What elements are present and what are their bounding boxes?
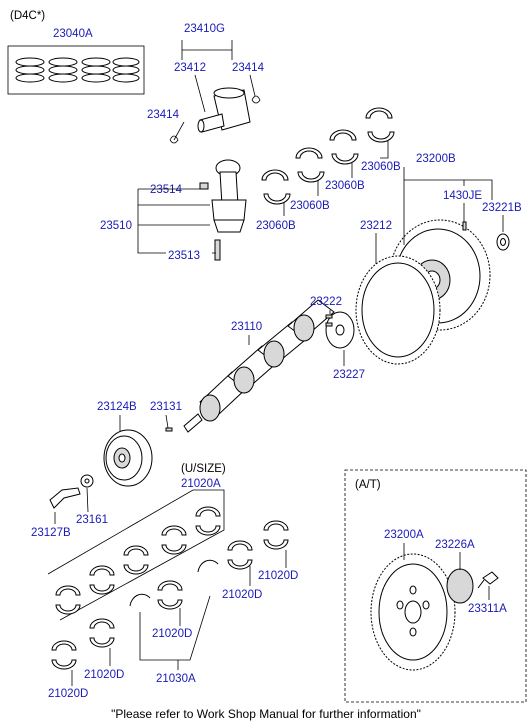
part-23414-left[interactable]: 23414 xyxy=(147,109,180,121)
part-23221B[interactable]: 23221B xyxy=(482,202,522,214)
part-21030A[interactable]: 21030A xyxy=(156,673,196,685)
part-23060B-1[interactable]: 23060B xyxy=(361,161,401,173)
part-1430JE[interactable]: 1430JE xyxy=(443,190,482,202)
part-23414-right[interactable]: 23414 xyxy=(232,62,265,74)
piston-drawing xyxy=(169,87,261,144)
part-23040A[interactable]: 23040A xyxy=(53,28,93,40)
part-21020A[interactable]: 21020A xyxy=(181,478,221,490)
part-21020D-5[interactable]: 21020D xyxy=(48,688,88,700)
part-23161[interactable]: 23161 xyxy=(76,514,108,526)
part-23226A[interactable]: 23226A xyxy=(435,539,475,551)
part-23124B[interactable]: 23124B xyxy=(97,401,137,413)
part-23510[interactable]: 23510 xyxy=(100,220,132,232)
part-21020D-4[interactable]: 21020D xyxy=(84,669,124,681)
crankshaft-drawing xyxy=(165,299,355,433)
piston-ring-set xyxy=(7,45,145,95)
part-23060B-4[interactable]: 23060B xyxy=(256,220,296,232)
connecting-rod-drawing xyxy=(199,159,247,261)
conrod-bearings-drawing xyxy=(261,107,395,205)
part-23200B[interactable]: 23200B xyxy=(416,153,456,165)
part-21020D-1[interactable]: 21020D xyxy=(258,570,298,582)
part-23127B[interactable]: 23127B xyxy=(31,527,71,539)
part-21020D-3[interactable]: 21020D xyxy=(152,628,192,640)
part-23212[interactable]: 23212 xyxy=(360,220,392,232)
main-bearings-drawing xyxy=(51,506,289,670)
part-23514[interactable]: 23514 xyxy=(150,184,183,196)
part-23060B-3[interactable]: 23060B xyxy=(290,200,330,212)
flywheel-drawing xyxy=(355,219,510,365)
at-section-box xyxy=(344,469,527,703)
part-23311A[interactable]: 23311A xyxy=(468,603,507,615)
part-23412[interactable]: 23412 xyxy=(174,62,206,74)
part-23410G[interactable]: 23410G xyxy=(184,23,225,35)
crank-pulley-drawing xyxy=(49,429,153,509)
part-23131[interactable]: 23131 xyxy=(150,401,182,413)
part-23200A[interactable]: 23200A xyxy=(384,529,424,541)
part-23227[interactable]: 23227 xyxy=(333,369,365,381)
group-label-d4c: (D4C*) xyxy=(10,10,45,22)
part-23060B-2[interactable]: 23060B xyxy=(325,180,365,192)
part-23222[interactable]: 23222 xyxy=(310,296,342,308)
drive-plate-drawing xyxy=(370,553,499,671)
part-23513[interactable]: 23513 xyxy=(168,250,200,262)
footer-note: "Please refer to Work Shop Manual for fu… xyxy=(111,707,421,721)
group-label-at: (A/T) xyxy=(355,479,381,491)
part-23110[interactable]: 23110 xyxy=(231,321,262,333)
part-21020D-2[interactable]: 21020D xyxy=(222,589,262,601)
group-label-usize: (U/SIZE) xyxy=(181,463,226,475)
